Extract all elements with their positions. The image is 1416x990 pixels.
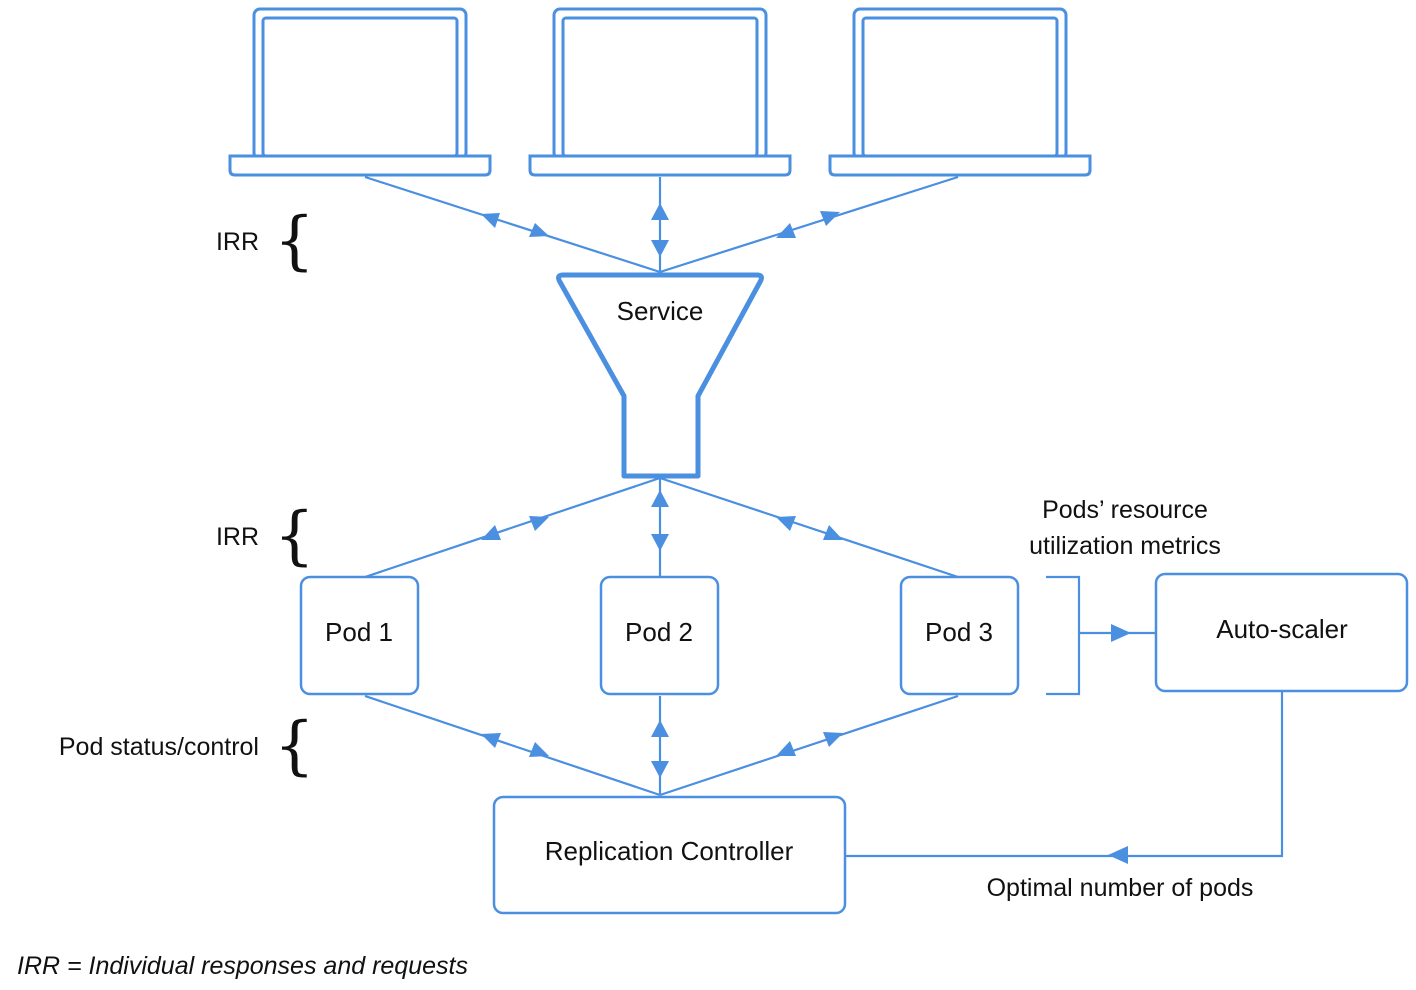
laptop-icon [528, 7, 792, 177]
arrowhead [1111, 624, 1131, 642]
irr-label-middle: IRR [216, 523, 259, 551]
arrowhead [1108, 846, 1128, 864]
arrowhead [481, 733, 501, 748]
connector-service-pod1 [364, 476, 661, 579]
irr-label-top: IRR [216, 228, 259, 256]
connector-pod1-rc [364, 694, 661, 797]
arrowhead [651, 534, 669, 551]
arrowhead [820, 211, 840, 226]
arrowhead [651, 720, 669, 737]
optimal-pods-label: Optimal number of pods [987, 874, 1254, 902]
service-label: Service [617, 296, 704, 326]
connector-service-pod3 [659, 476, 959, 579]
pod3-label: Pod 3 [925, 617, 993, 647]
arrowhead [529, 742, 549, 757]
laptop-icon [828, 7, 1092, 177]
funnel-icon [556, 272, 764, 479]
metrics-label-line1: Pods’ resource [1042, 496, 1208, 524]
metrics-bracket [1046, 575, 1081, 696]
replication-controller-label: Replication Controller [545, 836, 794, 866]
metrics-label-line2: utilization metrics [1029, 532, 1221, 560]
pod3-box [899, 575, 1020, 696]
connector-laptop1-service [364, 175, 661, 274]
connector-pod3-rc [659, 694, 959, 797]
arrowhead [481, 213, 500, 228]
pod1-label: Pod 1 [325, 617, 393, 647]
arrowhead [529, 516, 549, 531]
arrowhead [651, 761, 669, 778]
pod1-box [299, 575, 420, 696]
arrowhead [651, 490, 669, 507]
arrowhead [651, 203, 669, 220]
pod-status-control-label: Pod status/control [59, 733, 259, 761]
brace-icon: { [274, 204, 315, 278]
arrowhead [823, 732, 843, 747]
arrowhead [823, 525, 843, 540]
arrowhead [776, 223, 796, 238]
arrowhead [481, 525, 501, 540]
autoscaler-label: Auto-scaler [1216, 614, 1348, 644]
arrowhead [651, 240, 669, 257]
arrowhead [529, 223, 549, 237]
arrowhead [776, 516, 796, 531]
arrowhead [776, 741, 796, 756]
footnote: IRR = Individual responses and requests [17, 952, 468, 980]
brace-icon: { [274, 499, 315, 573]
laptop-icon [228, 7, 492, 177]
connector-laptop3-service [659, 175, 959, 274]
pod2-label: Pod 2 [625, 617, 693, 647]
connector-autoscaler-rc [845, 691, 1284, 858]
brace-icon: { [274, 709, 315, 783]
pod2-box [599, 575, 720, 696]
